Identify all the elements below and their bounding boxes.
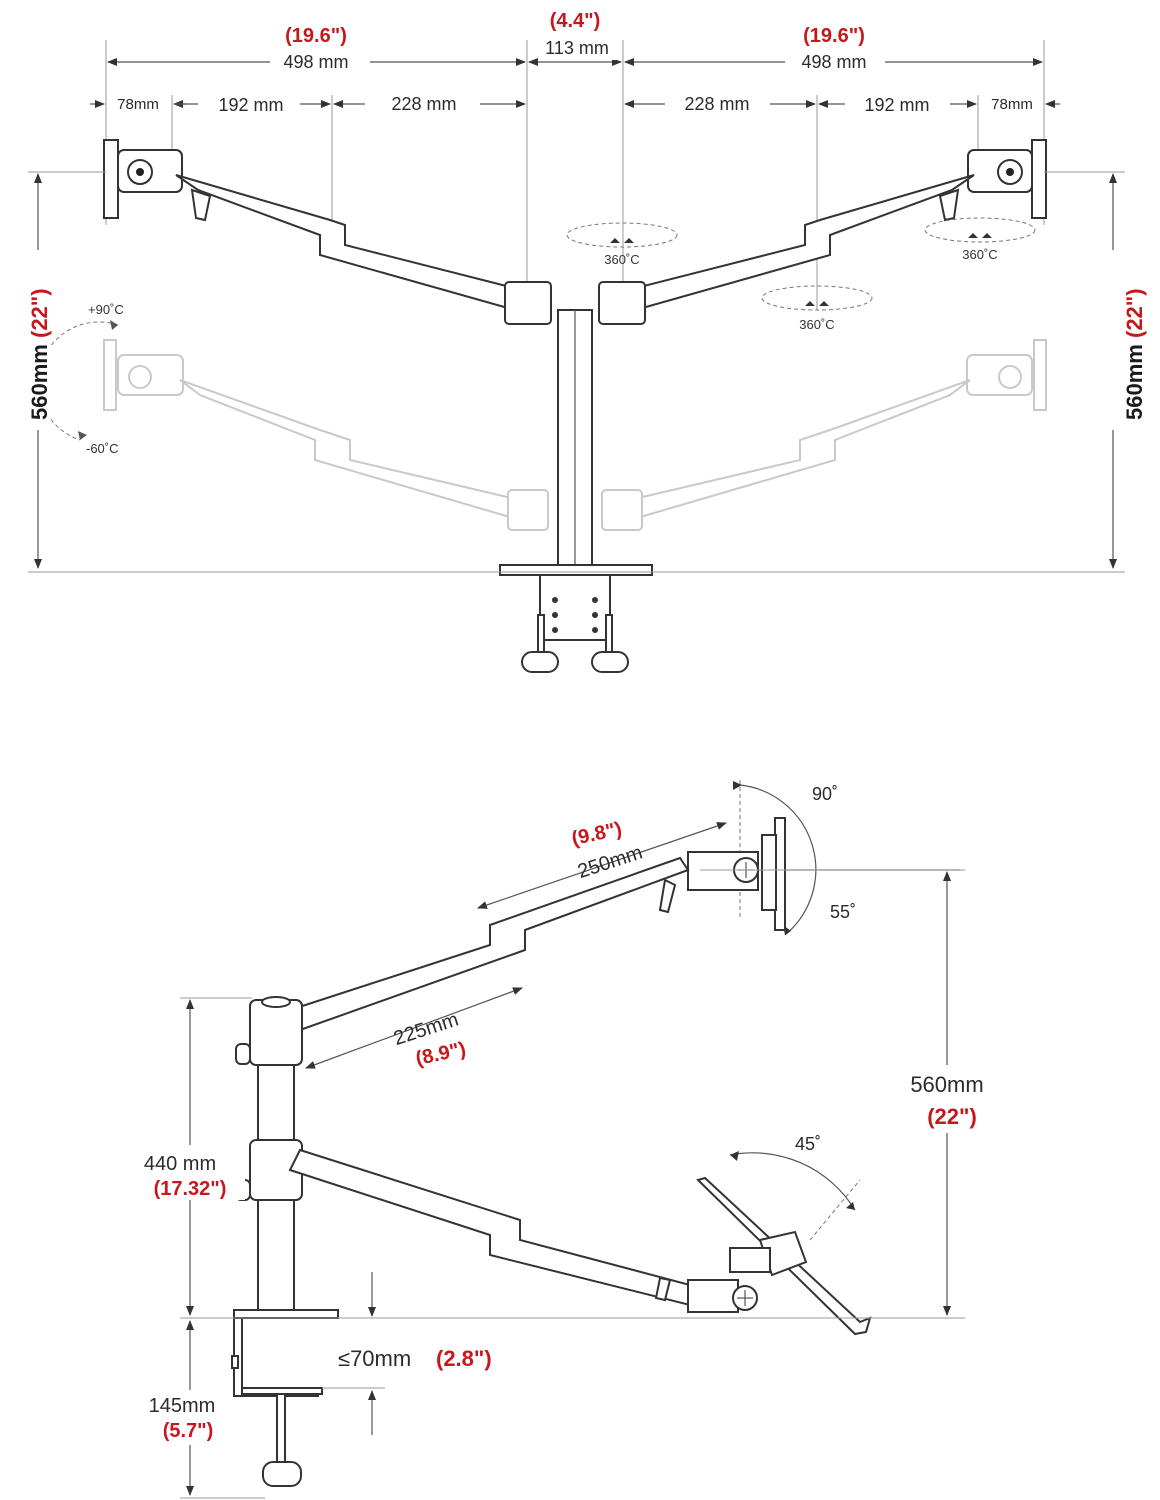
upper-arm-inches: (9.8"): [570, 818, 624, 850]
left-arm: [103, 139, 552, 325]
pole-height-inches: (17.32"): [154, 1178, 227, 1200]
height-right-inches: (22"): [1122, 288, 1147, 338]
height-right-mm: 560mm: [1122, 344, 1147, 420]
desk-thickness-inches: (2.8"): [436, 1346, 492, 1371]
lowered-arm-ghost: [103, 339, 1047, 531]
left-total-mm: 498 mm: [283, 52, 348, 72]
left-seg2-label: 192 mm: [218, 95, 283, 115]
clamp-height-mm: 145mm: [149, 1395, 216, 1417]
upper-arm-front: [288, 856, 690, 1032]
tilt-up-label: +90˚C: [88, 302, 124, 317]
laptop-tilt-label: 45˚: [795, 1134, 821, 1154]
tilt-down-label: -60˚C: [86, 441, 119, 456]
left-seg1-label: 78mm: [117, 96, 159, 113]
clamp-height-inches: (5.7"): [163, 1420, 214, 1442]
right-arm: [598, 139, 1047, 325]
right-total-inches: (19.6"): [803, 25, 865, 47]
tilt-top-label: 90˚: [812, 784, 838, 804]
lower-arm-laptop: [288, 1148, 691, 1307]
right-seg3-label: 78mm: [991, 96, 1033, 113]
right-total-mm: 498 mm: [801, 52, 866, 72]
top-view: (19.6") 498 mm (4.4") 113 mm (19.6") 498…: [26, 10, 1147, 673]
right-seg1-label: 228 mm: [684, 94, 749, 114]
side-view: 90˚ 55˚ (9.8") 250mm 225mm (8.9") 45˚: [133, 780, 990, 1499]
lower-arm-inches: (8.9"): [414, 1038, 468, 1070]
height-left-inches: (22"): [27, 288, 52, 338]
total-height-mm: 560mm: [910, 1072, 983, 1097]
rotation-right-label: 360˚C: [962, 247, 997, 262]
center-mm: 113 mm: [545, 38, 609, 58]
left-total-inches: (19.6"): [285, 25, 347, 47]
left-seg3-label: 228 mm: [391, 94, 456, 114]
total-height-inches: (22"): [927, 1104, 977, 1129]
desk-thickness-mm: ≤70mm: [338, 1346, 411, 1371]
pole-height-mm: 440 mm: [144, 1153, 216, 1175]
height-left-mm: 560mm: [27, 344, 52, 420]
right-seg2-label: 192 mm: [864, 95, 929, 115]
tilt-bottom-label: 55˚: [830, 902, 856, 922]
center-inches: (4.4"): [550, 10, 601, 32]
rotation-mid-label: 360˚C: [799, 317, 834, 332]
center-pole: [499, 309, 653, 673]
rotation-center-label: 360˚C: [604, 252, 639, 267]
